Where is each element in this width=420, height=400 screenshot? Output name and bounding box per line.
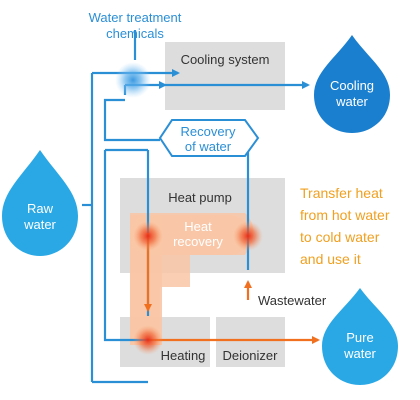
- cooling-water-drop: [314, 35, 390, 133]
- recovery-of-water-label-line2: of water: [185, 139, 232, 154]
- pure-water-label-line1: Pure: [346, 330, 373, 345]
- transfer-note-line1: Transfer heat: [300, 185, 383, 201]
- recovery-of-water-label-line1: Recovery: [181, 124, 236, 139]
- wastewater-label: Wastewater: [258, 293, 327, 308]
- heating-glow: [133, 325, 163, 355]
- transfer-note-line4: and use it: [300, 251, 361, 267]
- raw-water-lines: [82, 71, 148, 384]
- recovery-of-water-tag: [158, 119, 260, 157]
- heating-label: Heating: [161, 348, 206, 363]
- raw-water-label-line1: Raw: [27, 201, 54, 216]
- pure-water-drop: [322, 288, 398, 385]
- raw-water-label-line2: water: [23, 217, 56, 232]
- cooling-water-label-line2: water: [335, 94, 368, 109]
- transfer-note-line2: from hot water: [300, 207, 390, 223]
- transfer-note-line3: to cold water: [300, 229, 380, 245]
- deionizer-box: [216, 317, 285, 367]
- chemical-injection-glow: [115, 62, 151, 98]
- raw-water-drop: [2, 150, 78, 256]
- chemicals-label-line2: chemicals: [106, 26, 164, 41]
- heat-recovery-label-line2: recovery: [173, 234, 223, 249]
- pure-water-label-line2: water: [343, 346, 376, 361]
- cooling-system-box: [165, 42, 285, 110]
- heat-recovery-label-line1: Heat: [184, 219, 212, 234]
- heat-source-glow: [133, 221, 163, 251]
- deionizer-label: Deionizer: [223, 348, 279, 363]
- heat-pump-label: Heat pump: [168, 190, 232, 205]
- chemicals-label-line1: Water treatment: [89, 10, 182, 25]
- heat-sink-glow: [233, 221, 263, 251]
- cooling-water-label-line1: Cooling: [330, 78, 374, 93]
- cooling-system-label: Cooling system: [181, 52, 270, 67]
